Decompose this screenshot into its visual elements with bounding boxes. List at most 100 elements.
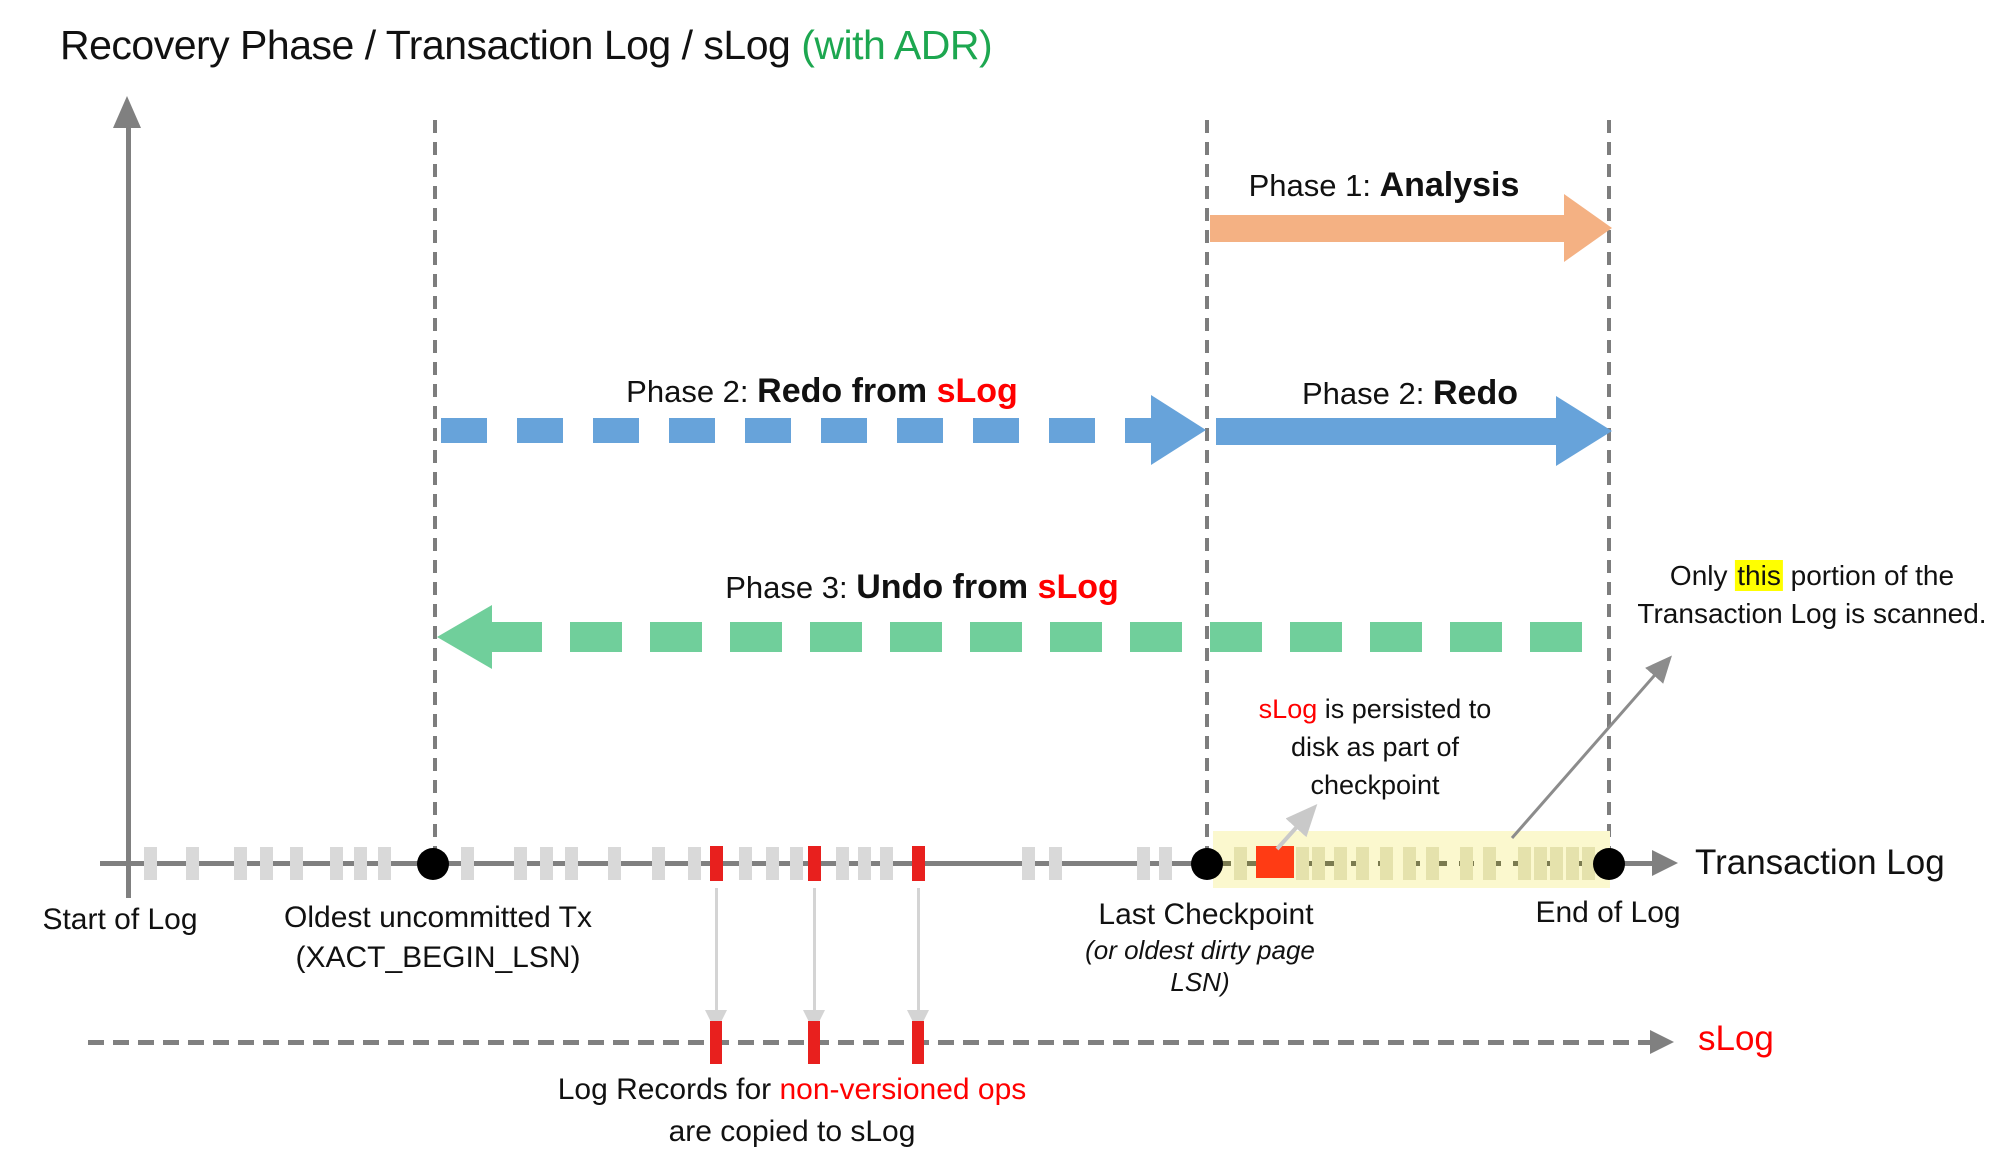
scanned-log-tick bbox=[1582, 847, 1595, 880]
phase2-prefix: Phase 2: bbox=[1302, 376, 1433, 411]
phase2-slog-prefix: Phase 2: bbox=[626, 374, 758, 409]
phase3-undo-from-slog-arrow bbox=[490, 622, 1609, 652]
log-tick bbox=[1049, 847, 1062, 880]
guide-end-of-log bbox=[1607, 120, 1611, 866]
log-tick bbox=[330, 847, 343, 880]
log-tick bbox=[540, 847, 553, 880]
log-tick bbox=[880, 847, 893, 880]
slog-checkpoint-record bbox=[1256, 846, 1294, 878]
axis-up-arrow-icon bbox=[113, 96, 141, 128]
title-black: Recovery Phase / Transaction Log / sLog bbox=[60, 22, 802, 68]
copied-note-line1: Log Records for non-versioned ops bbox=[558, 1073, 1027, 1107]
phase3-left-arrowhead-icon bbox=[437, 605, 492, 669]
log-tick bbox=[1159, 847, 1172, 880]
phase2-slog-label: Phase 2: Redo from sLog bbox=[626, 372, 1018, 411]
end-of-log-label: End of Log bbox=[1535, 896, 1681, 929]
scanned-note-highlighted-this: this bbox=[1735, 560, 1783, 591]
phase1-arrowhead-icon bbox=[1564, 194, 1612, 262]
phase2-arrowhead-icon bbox=[1556, 396, 1612, 466]
slog-record-tick bbox=[808, 1021, 820, 1064]
log-tick bbox=[1022, 847, 1035, 880]
scanned-log-tick bbox=[1426, 847, 1439, 880]
scanned-note-before: Only bbox=[1669, 560, 1736, 591]
copy-arrow-shaft bbox=[715, 888, 718, 1012]
phase2-slog-arrowhead-icon bbox=[1151, 395, 1206, 465]
scanned-pointer-arrow bbox=[1510, 655, 1672, 839]
scanned-note-after: portion of the bbox=[1782, 560, 1955, 591]
log-tick bbox=[461, 847, 474, 880]
scanned-log-tick bbox=[1460, 847, 1473, 880]
persisted-note-line3: checkpoint bbox=[1310, 770, 1440, 800]
non-versioned-op-tick bbox=[808, 846, 821, 881]
oldest-uncommitted-label: Oldest uncommitted Tx bbox=[284, 901, 592, 934]
phase1-label: Phase 1: Analysis bbox=[1249, 166, 1520, 205]
timeline-dot bbox=[1593, 848, 1625, 880]
scanned-note-line1: Only this portion of the bbox=[1670, 560, 1954, 592]
phase3-prefix: Phase 3: bbox=[725, 570, 857, 605]
phase2-redo-from-slog-arrow bbox=[441, 418, 1151, 443]
persisted-note-slog: sLog bbox=[1258, 694, 1318, 724]
copied-note-black: Log Records for bbox=[557, 1073, 780, 1106]
scanned-log-tick bbox=[1296, 847, 1309, 880]
transaction-log-line-end bbox=[1609, 861, 1653, 866]
scanned-log-tick bbox=[1334, 847, 1347, 880]
log-tick bbox=[260, 847, 273, 880]
log-tick bbox=[739, 847, 752, 880]
phase2-slog-red: sLog bbox=[936, 372, 1018, 410]
log-tick bbox=[836, 847, 849, 880]
log-tick bbox=[514, 847, 527, 880]
phase1-analysis-arrow bbox=[1210, 215, 1566, 242]
transaction-log-arrowhead-icon bbox=[1652, 850, 1678, 876]
timeline-dot bbox=[1191, 848, 1223, 880]
phase1-prefix: Phase 1: bbox=[1248, 168, 1380, 203]
title-adr-green: (with ADR) bbox=[801, 22, 993, 68]
log-tick bbox=[565, 847, 578, 880]
vertical-axis bbox=[126, 124, 131, 898]
non-versioned-op-tick bbox=[710, 846, 723, 881]
phase3-red: sLog bbox=[1037, 568, 1119, 606]
scanned-log-tick bbox=[1534, 847, 1547, 880]
scanned-log-tick bbox=[1234, 847, 1247, 880]
log-tick bbox=[354, 847, 367, 880]
page-title: Recovery Phase / Transaction Log / sLog … bbox=[60, 22, 993, 69]
scanned-log-tick bbox=[1356, 847, 1369, 880]
slog-arrowhead-icon bbox=[1650, 1030, 1674, 1054]
phase2-label: Phase 2: Redo bbox=[1302, 374, 1518, 413]
phase2-redo-arrow bbox=[1216, 418, 1558, 445]
last-checkpoint-label: Last Checkpoint bbox=[1098, 898, 1314, 931]
scanned-log-tick bbox=[1518, 847, 1531, 880]
copy-arrow-shaft bbox=[917, 888, 920, 1012]
slog-dashed-line bbox=[88, 1040, 1652, 1045]
log-tick bbox=[688, 847, 701, 880]
log-tick bbox=[858, 847, 871, 880]
log-tick bbox=[608, 847, 621, 880]
persisted-note-rest: is persisted to bbox=[1317, 694, 1492, 724]
slog-record-tick bbox=[710, 1021, 722, 1064]
phase3-bold: Undo from bbox=[856, 568, 1038, 606]
log-tick bbox=[1137, 847, 1150, 880]
log-tick bbox=[186, 847, 199, 880]
transaction-log-axis-label: Transaction Log bbox=[1695, 843, 1945, 882]
persisted-note-line1: sLog is persisted to bbox=[1259, 694, 1492, 725]
non-versioned-op-tick bbox=[912, 846, 925, 881]
start-of-log-label: Start of Log bbox=[42, 903, 198, 936]
log-tick bbox=[766, 847, 779, 880]
log-tick bbox=[144, 847, 157, 880]
log-tick bbox=[790, 847, 803, 880]
scanned-log-tick bbox=[1566, 847, 1579, 880]
log-tick bbox=[652, 847, 665, 880]
phase1-name: Analysis bbox=[1379, 166, 1520, 204]
scanned-log-tick bbox=[1380, 847, 1393, 880]
scanned-note-line2: Transaction Log is scanned. bbox=[1637, 598, 1987, 629]
phase3-label: Phase 3: Undo from sLog bbox=[725, 568, 1119, 607]
scanned-log-tick bbox=[1550, 847, 1563, 880]
phase2-slog-bold: Redo from bbox=[757, 372, 937, 410]
scanned-log-tick bbox=[1403, 847, 1416, 880]
slog-record-tick bbox=[912, 1021, 924, 1064]
timeline-dot bbox=[417, 848, 449, 880]
scanned-log-tick bbox=[1483, 847, 1496, 880]
copied-note-line2: are copied to sLog bbox=[668, 1115, 916, 1148]
copy-arrow-shaft bbox=[813, 888, 816, 1012]
phase2-name: Redo bbox=[1432, 374, 1518, 412]
